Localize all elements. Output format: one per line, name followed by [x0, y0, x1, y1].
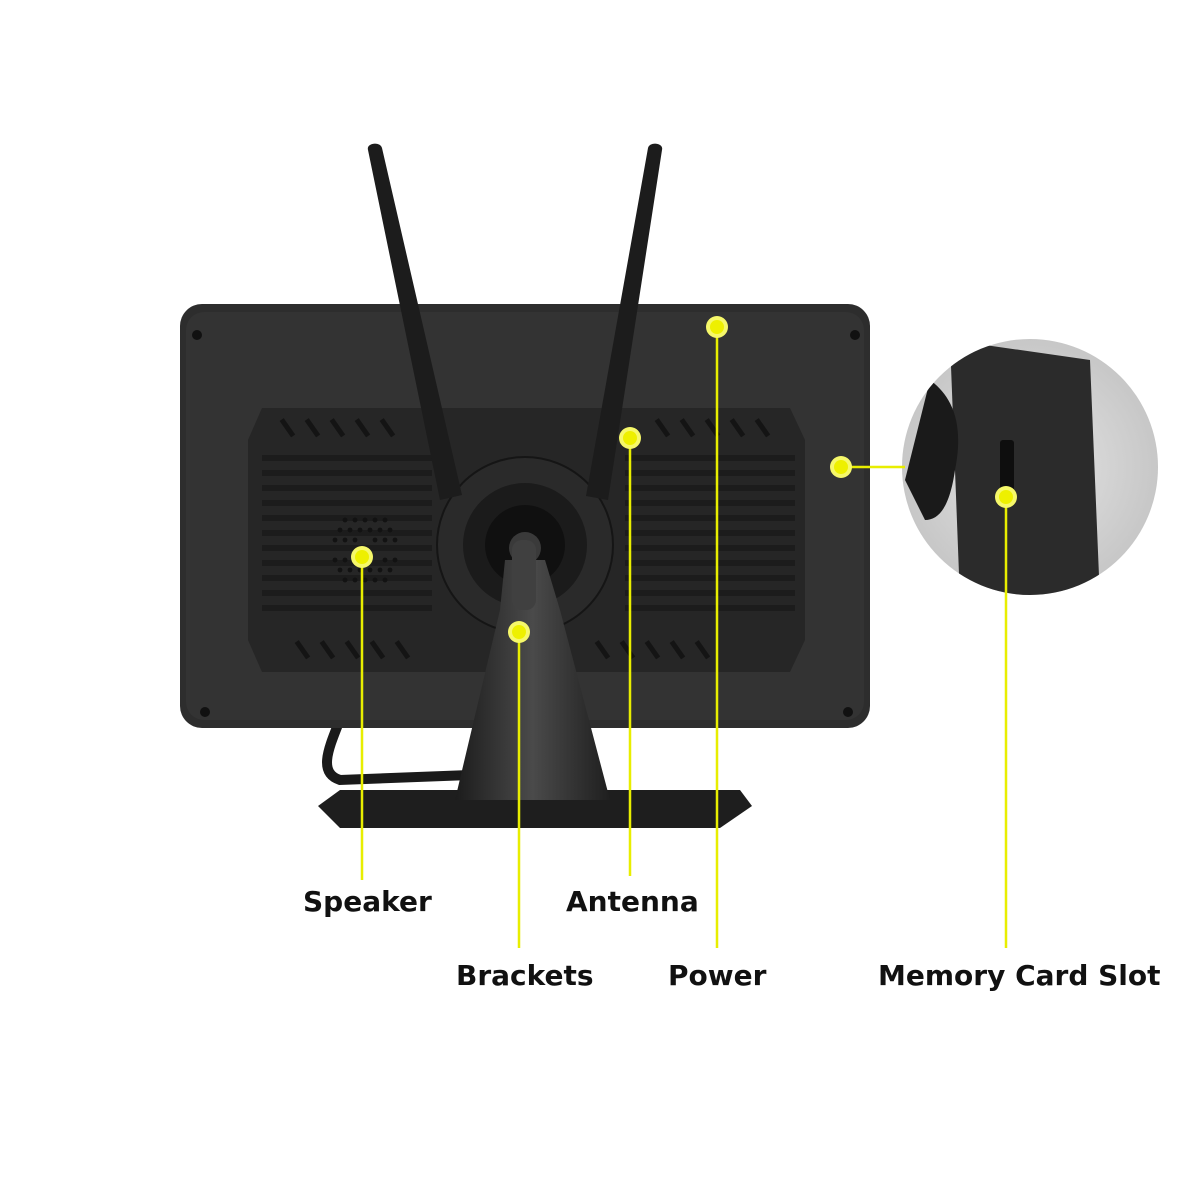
- label-power: Power: [668, 959, 767, 992]
- stand-base: [318, 790, 752, 828]
- top-vents: [279, 418, 771, 438]
- memory-card-slot: [1000, 440, 1014, 500]
- label-memory-card-slot: Memory Card Slot: [878, 959, 1161, 992]
- label-speaker: Speaker: [303, 885, 432, 918]
- antennas: [367, 143, 663, 500]
- left-grille: [262, 455, 432, 611]
- right-grille: [625, 455, 795, 611]
- leader-lines: [360, 327, 1008, 948]
- callout-dots: [351, 316, 1017, 643]
- speaker-grille: [332, 517, 398, 583]
- bottom-vents: [294, 640, 711, 660]
- label-antenna: Antenna: [566, 885, 699, 918]
- label-brackets: Brackets: [456, 959, 594, 992]
- stand-neck: [455, 560, 610, 800]
